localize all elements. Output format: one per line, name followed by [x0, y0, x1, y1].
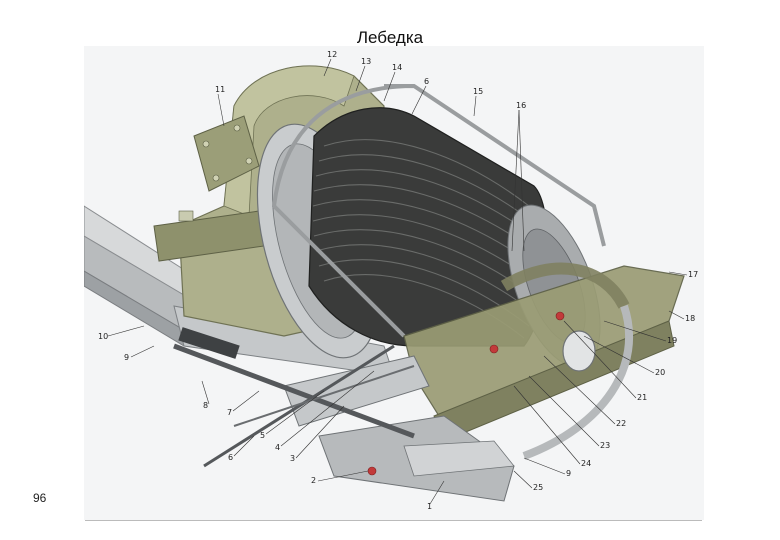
control-rods: [173, 327, 415, 468]
winch-drawing: 12 13 14 6 15 16 11 17 18 19 20 21 22: [83, 46, 704, 520]
callout-11: 11: [215, 85, 225, 94]
callout-9-right: 9: [566, 469, 571, 478]
callout-15: 15: [473, 87, 483, 96]
winch-illustration: 12 13 14 6 15 16 11 17 18 19 20 21 22: [83, 46, 704, 520]
footer-divider: [85, 520, 702, 521]
callout-16: 16: [516, 101, 526, 110]
page-title: Лебедка: [356, 28, 424, 47]
callout-3: 3: [290, 454, 295, 463]
callout-10: 10: [98, 332, 108, 341]
callout-24: 24: [581, 459, 591, 468]
callout-17: 17: [688, 270, 698, 279]
callout-20: 20: [655, 368, 665, 377]
callout-4: 4: [275, 443, 280, 452]
callout-5: 5: [260, 431, 265, 440]
left-channel-rail: [83, 205, 195, 347]
cable-drum: [308, 107, 549, 347]
callout-labels: 12 13 14 6 15 16 11 17 18 19 20 21 22: [98, 50, 698, 511]
callout-14: 14: [392, 63, 402, 72]
callout-25: 25: [533, 483, 543, 492]
band-brake-frame: [403, 262, 685, 460]
callout-22: 22: [616, 419, 626, 428]
callout-6-top: 6: [424, 77, 429, 86]
callout-12: 12: [327, 50, 337, 59]
page-number: 96: [33, 491, 47, 505]
callout-21: 21: [637, 393, 647, 402]
callout-2: 2: [311, 476, 316, 485]
callout-19: 19: [667, 336, 677, 345]
callout-6-bottom: 6: [228, 453, 233, 462]
drum-guard: [272, 83, 606, 338]
callout-9-left: 9: [124, 353, 129, 362]
callout-8: 8: [203, 401, 208, 410]
lower-bracket: [283, 355, 515, 502]
callout-7: 7: [227, 408, 232, 417]
callout-23: 23: [600, 441, 610, 450]
callout-13: 13: [361, 57, 371, 66]
callout-18: 18: [685, 314, 695, 323]
callout-1: 1: [427, 502, 432, 511]
